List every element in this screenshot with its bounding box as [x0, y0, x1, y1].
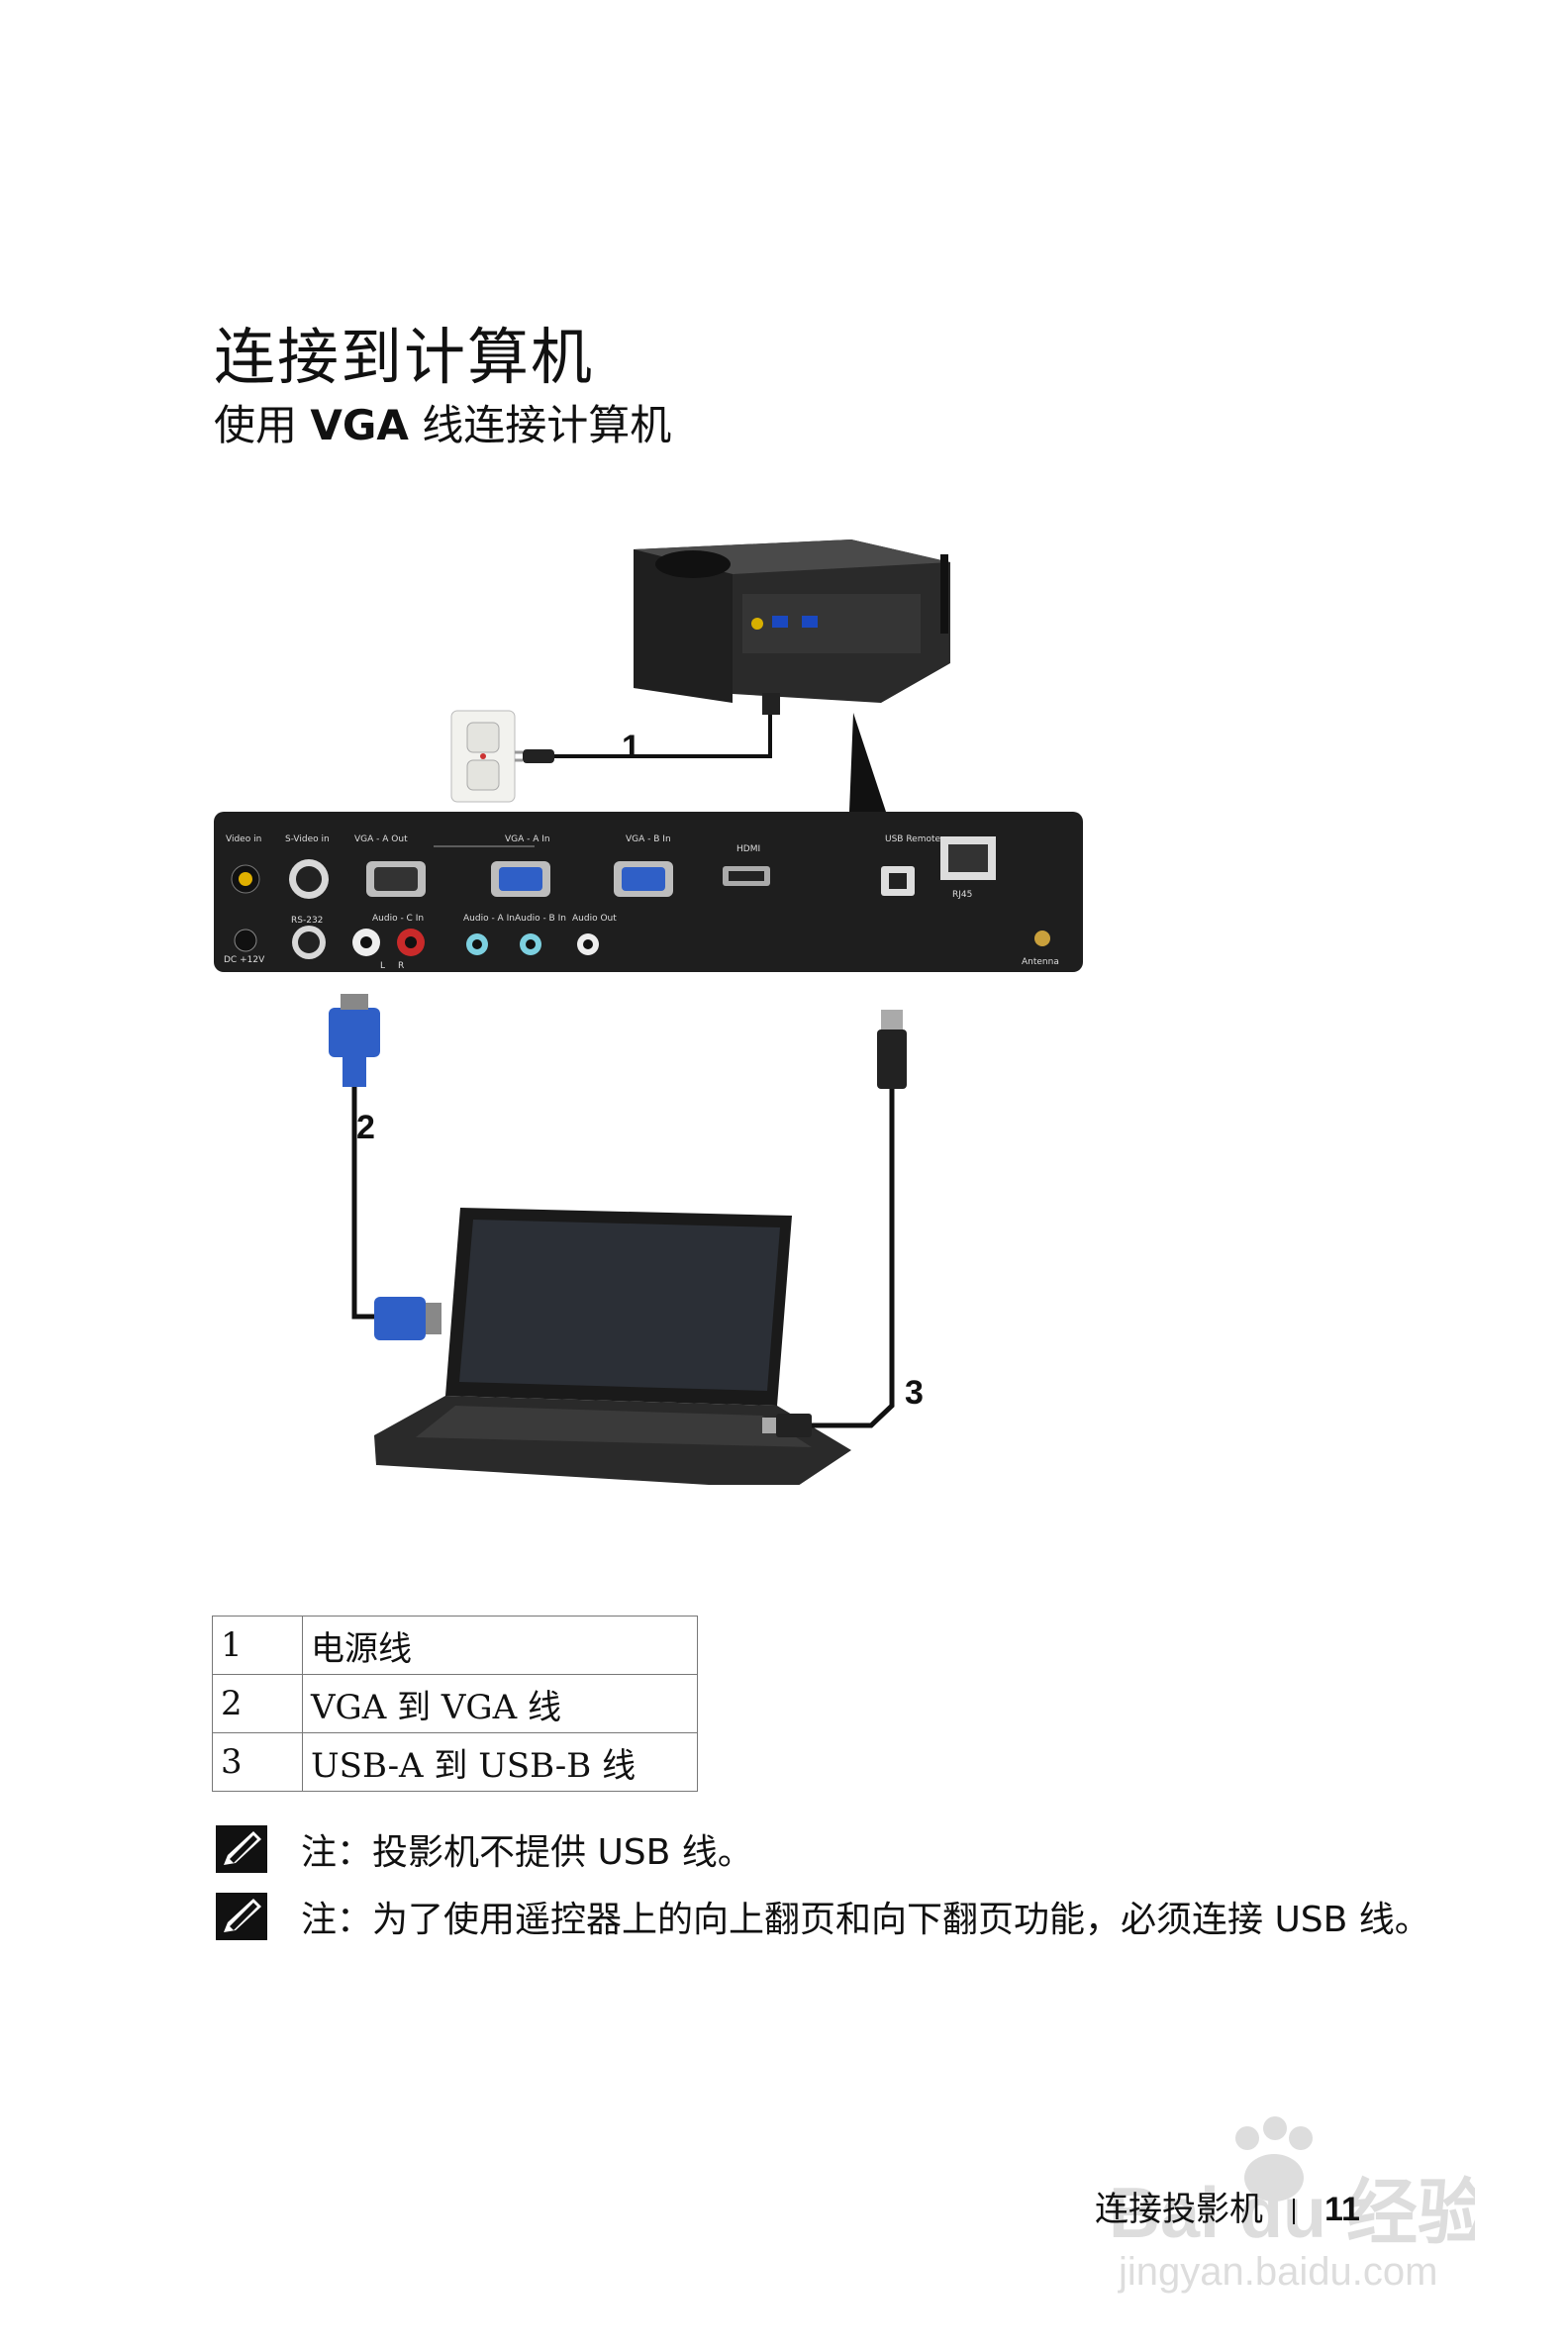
connection-diagram: 1 Video in S-Video in VGA - A Out VGA - …: [214, 539, 1083, 1485]
projector-rear-panel: Video in S-Video in VGA - A Out VGA - A …: [214, 812, 1083, 972]
cable-legend-table: 1 电源线 2 VGA 到 VGA 线 3 USB-A 到 USB-B 线: [212, 1616, 698, 1792]
label-rj45: RJ45: [952, 890, 972, 900]
label-audio-b-in: Audio - B In: [515, 914, 566, 924]
table-row: 1 电源线: [212, 1616, 698, 1675]
note-usb-required: 注：为了使用遥控器上的向上翻页和向下翻页功能，必须连接 USB 线。: [216, 1891, 1430, 1942]
label-audio-c-in: Audio - C In: [372, 914, 424, 924]
label-left: L: [380, 961, 385, 971]
label-rs232: RS-232: [291, 916, 323, 926]
legend-number: 3: [212, 1732, 303, 1792]
table-row: 2 VGA 到 VGA 线: [212, 1674, 698, 1733]
projector-image: [634, 539, 950, 703]
legend-number: 1: [212, 1616, 303, 1675]
vga-cable: [329, 994, 441, 1340]
watermark-brand: Bai du 经验: [1109, 2174, 1475, 2253]
note-text: 注：为了使用遥控器上的向上翻页和向下翻页功能，必须连接 USB 线。: [301, 1900, 1430, 1940]
laptop-image: [374, 1208, 851, 1485]
legend-text: VGA 到 VGA 线: [302, 1674, 698, 1733]
section-subtitle: 使用 VGA 线连接计算机: [214, 392, 671, 452]
page-footer: 连接投影机 11: [1095, 2182, 1360, 2230]
label-vga-b-in: VGA - B In: [626, 834, 671, 844]
wall-outlet-image: [450, 710, 516, 803]
footer-separator: [1293, 2198, 1295, 2224]
footer-section: 连接投影机: [1095, 2190, 1263, 2229]
baidu-jingyan-watermark: Bai du 经验 jingyan.baidu.com: [1109, 2116, 1475, 2294]
note-text: 注：投影机不提供 USB 线。: [301, 1832, 753, 1873]
subtitle-suffix: 线连接计算机: [408, 401, 672, 449]
table-row: 3 USB-A 到 USB-B 线: [212, 1732, 698, 1792]
note-usb-not-included: 注：投影机不提供 USB 线。: [216, 1823, 753, 1875]
label-audio-a-in: Audio - A In: [463, 914, 515, 924]
label-dc: DC +12V: [224, 955, 265, 965]
subtitle-prefix: 使用: [214, 401, 311, 449]
page-number: 11: [1324, 2191, 1360, 2228]
legend-number: 2: [212, 1674, 303, 1733]
legend-text: USB-A 到 USB-B 线: [302, 1732, 698, 1792]
power-cable: [515, 693, 780, 763]
callout-1: 1: [622, 729, 640, 766]
label-vga-a-out: VGA - A Out: [354, 834, 408, 844]
zoom-pointer: [849, 713, 886, 812]
note-pencil-icon: [216, 1825, 267, 1873]
label-audio-out: Audio Out: [572, 914, 617, 924]
watermark-url: jingyan.baidu.com: [1118, 2250, 1437, 2294]
label-right: R: [398, 961, 404, 971]
legend-text: 电源线: [302, 1616, 698, 1675]
label-video-in: Video in: [226, 834, 261, 844]
usb-cable: [762, 1010, 907, 1437]
label-hdmi: HDMI: [736, 844, 760, 854]
callout-3: 3: [905, 1374, 924, 1412]
note-pencil-icon: [216, 1893, 267, 1940]
label-vga-a-in: VGA - A In: [505, 834, 550, 844]
subtitle-bold: VGA: [310, 401, 409, 449]
label-usb-remote: USB Remote: [885, 834, 941, 844]
label-antenna: Antenna: [1022, 957, 1059, 967]
page-title: 连接到计算机: [214, 320, 595, 393]
label-s-video-in: S-Video in: [285, 834, 330, 844]
callout-2: 2: [356, 1109, 375, 1146]
